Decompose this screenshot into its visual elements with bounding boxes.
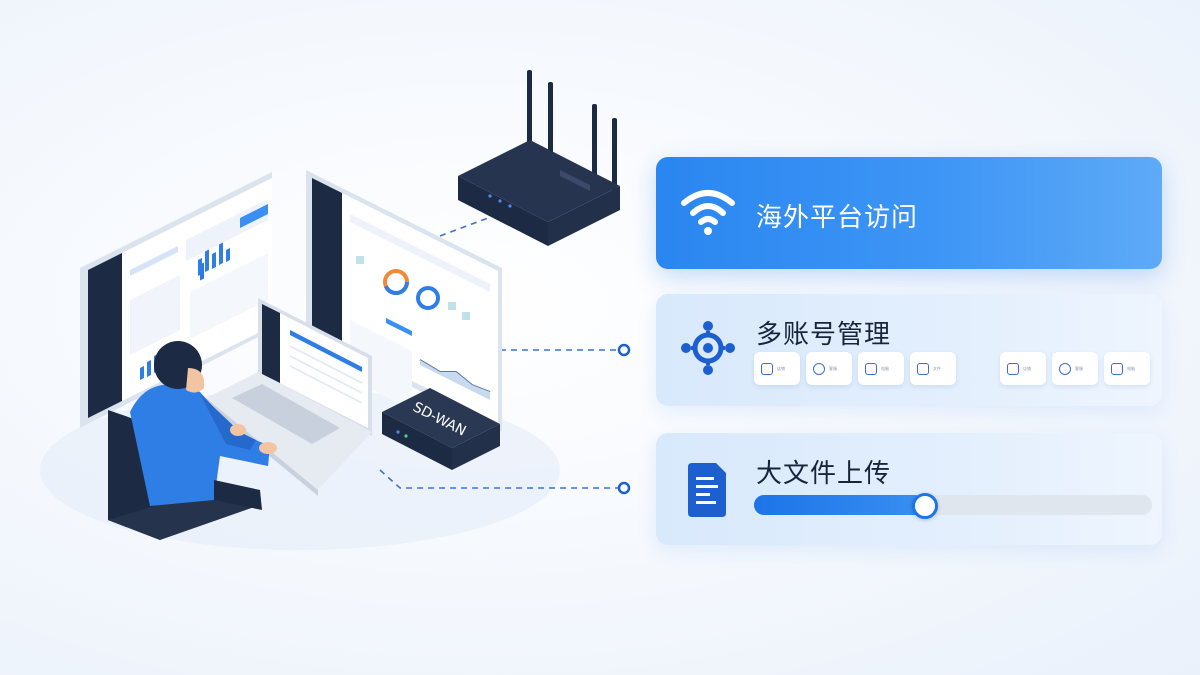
large-file-upload-card[interactable]: 大文件上传 bbox=[656, 433, 1162, 545]
account-chip[interactable]: 店铺 bbox=[1000, 352, 1046, 385]
document-icon bbox=[688, 463, 726, 517]
chat-icon bbox=[813, 362, 825, 375]
document-icon bbox=[917, 362, 929, 375]
multi-account-title: 多账号管理 bbox=[756, 320, 892, 350]
account-chip-label: 客服 bbox=[829, 365, 837, 371]
account-chip[interactable]: 客服 bbox=[1052, 352, 1098, 385]
account-chip-label: 文件 bbox=[933, 365, 941, 371]
overseas-access-title: 海外平台访问 bbox=[756, 203, 919, 233]
account-chip-label: 店铺 bbox=[777, 365, 785, 371]
account-chip-label: 电脑 bbox=[881, 365, 889, 371]
overseas-access-card[interactable]: 海外平台访问 bbox=[656, 157, 1162, 269]
network-illustration: SD-WAN bbox=[40, 70, 631, 550]
large-file-upload-title: 大文件上传 bbox=[756, 459, 892, 489]
sdwan-device: SD-WAN bbox=[382, 388, 500, 470]
account-chip-label: 客服 bbox=[1075, 365, 1083, 371]
laptop bbox=[206, 298, 372, 496]
account-chip[interactable]: 客服 bbox=[806, 352, 852, 385]
right-monitor bbox=[306, 170, 502, 432]
store-icon bbox=[761, 362, 773, 375]
store-icon bbox=[1007, 362, 1019, 375]
upload-progress-bar bbox=[754, 493, 1152, 519]
account-chip[interactable]: 店铺 bbox=[754, 352, 800, 385]
account-chip[interactable]: 电脑 bbox=[1104, 352, 1150, 385]
monitor-icon bbox=[865, 362, 877, 375]
monitor-icon bbox=[1111, 362, 1123, 375]
connector-dot-2 bbox=[617, 481, 631, 495]
multi-account-card[interactable]: 多账号管理 店铺 客服 电脑 文件 店铺 客服 电脑 bbox=[656, 294, 1162, 406]
account-chip-label: 店铺 bbox=[1023, 365, 1031, 371]
wifi-icon bbox=[681, 190, 735, 235]
left-monitor bbox=[80, 172, 272, 428]
account-chip[interactable]: 文件 bbox=[910, 352, 956, 385]
connector-sdwan bbox=[379, 469, 620, 489]
chat-icon bbox=[1059, 362, 1071, 375]
upload-progress-knob[interactable] bbox=[912, 493, 938, 519]
person-at-desk bbox=[108, 341, 277, 540]
gear-network-icon bbox=[681, 321, 735, 375]
connector-dot-1 bbox=[617, 343, 631, 357]
upload-progress-fill bbox=[754, 495, 925, 515]
router bbox=[458, 70, 620, 246]
account-chip[interactable]: 电脑 bbox=[858, 352, 904, 385]
account-chip-label: 电脑 bbox=[1127, 365, 1135, 371]
